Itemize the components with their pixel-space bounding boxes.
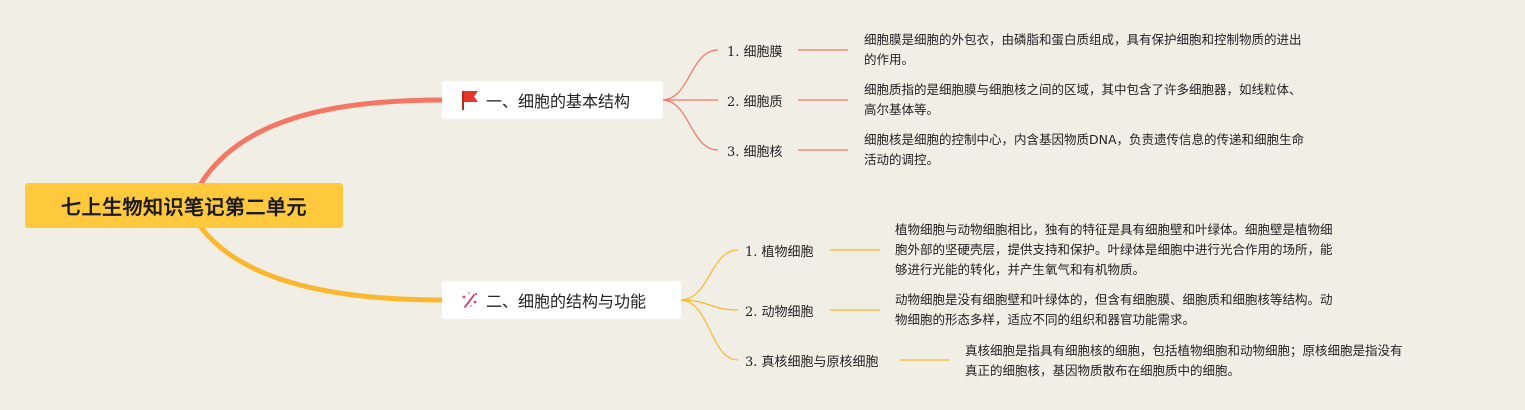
branch-1-link-3 — [661, 99, 719, 151]
leaf-topic-eukaryote-prokaryote[interactable]: 3. 真核细胞与原核细胞 — [745, 355, 879, 370]
description-line: 够进行光能的转化，并产生氧气和有机物质。 — [895, 262, 1146, 277]
leaf-description: 细胞膜是细胞的外包衣，由磷脂和蛋白质组成，具有保护细胞和控制物质的进出 的作用。 — [864, 30, 1302, 70]
root-topic-title: 七上生物知识笔记第二单元 — [61, 195, 307, 219]
description-line: 真核细胞是指具有细胞核的细胞，包括植物细胞和动物细胞；原核细胞是指没有 — [965, 343, 1403, 358]
leaf-topic-animal-cell[interactable]: 2. 动物细胞 — [745, 305, 814, 320]
description-line: 植物细胞与动物细胞相比，独有的特征是具有细胞壁和叶绿体。细胞壁是植物细 — [895, 222, 1333, 237]
leaf-topic-cytoplasm[interactable]: 2. 细胞质 — [727, 95, 783, 110]
branch-1-link-1 — [661, 49, 719, 101]
red-flag-icon — [460, 89, 480, 111]
description-line: 物细胞的形态多样，适应不同的组织和器官功能需求。 — [895, 312, 1196, 327]
leaf-topic-nucleus[interactable]: 3. 细胞核 — [727, 145, 783, 160]
root-to-branch-1-link — [197, 97, 445, 188]
description-line: 活动的调控。 — [864, 152, 940, 167]
leaf-description: 动物细胞是没有细胞壁和叶绿体的，但含有细胞膜、细胞质和细胞核等结构。动 物细胞的… — [895, 290, 1333, 330]
root-topic[interactable]: 七上生物知识笔记第二单元 — [25, 183, 343, 228]
description-line: 动物细胞是没有细胞壁和叶绿体的，但含有细胞膜、细胞质和细胞核等结构。动 — [895, 292, 1333, 307]
branch-topic-structure-function[interactable]: 二、细胞的结构与功能 — [442, 281, 681, 319]
description-line: 高尔基体等。 — [864, 102, 940, 117]
branch-topic-cell-structure[interactable]: 一、细胞的基本结构 — [442, 81, 663, 119]
branch-2-link-3 — [679, 299, 739, 361]
leaf-description: 细胞核是细胞的控制中心，内含基因物质DNA，负责遗传信息的传递和细胞生命 活动的… — [864, 130, 1304, 170]
description-line: 细胞膜是细胞的外包衣，由磷脂和蛋白质组成，具有保护细胞和控制物质的进出 — [864, 32, 1302, 47]
description-line: 细胞质指的是细胞膜与细胞核之间的区域，其中包含了许多细胞器，如线粒体、 — [864, 82, 1302, 97]
description-line: 胞外部的坚硬壳层，提供支持和保护。叶绿体是细胞中进行光合作用的场所，能 — [895, 242, 1333, 257]
leaf-description: 细胞质指的是细胞膜与细胞核之间的区域，其中包含了许多细胞器，如线粒体、 高尔基体… — [864, 80, 1302, 120]
branch-topic-title: 一、细胞的基本结构 — [486, 92, 631, 111]
leaf-description: 真核细胞是指具有细胞核的细胞，包括植物细胞和动物细胞；原核细胞是指没有 真正的细… — [965, 341, 1403, 381]
leaf-topic-plant-cell[interactable]: 1. 植物细胞 — [745, 245, 814, 260]
branch-topic-title: 二、细胞的结构与功能 — [486, 292, 647, 311]
branch-2-link-2 — [679, 299, 739, 311]
root-to-branch-2-link — [197, 223, 445, 303]
description-line: 的作用。 — [864, 52, 915, 67]
branch-2-link-1 — [679, 249, 739, 301]
description-line: 真正的细胞核，基因物质散布在细胞质中的细胞。 — [965, 363, 1241, 378]
leaf-topic-cell-membrane[interactable]: 1. 细胞膜 — [727, 45, 783, 60]
leaf-description: 植物细胞与动物细胞相比，独有的特征是具有细胞壁和叶绿体。细胞壁是植物细 胞外部的… — [895, 220, 1333, 280]
description-line: 细胞核是细胞的控制中心，内含基因物质DNA，负责遗传信息的传递和细胞生命 — [864, 132, 1305, 147]
sparkle-icon — [460, 289, 480, 311]
